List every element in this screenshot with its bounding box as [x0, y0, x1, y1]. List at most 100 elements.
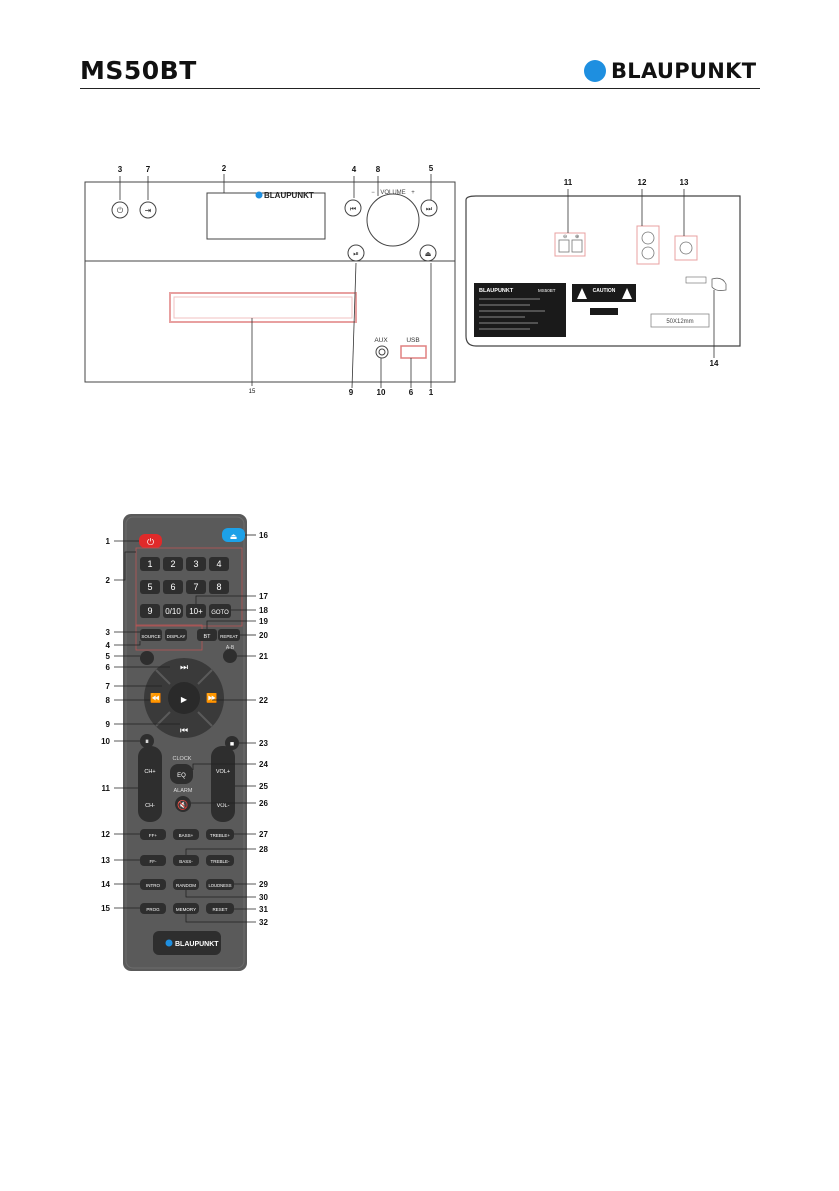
next-icon: ⏭	[426, 206, 433, 213]
remote-callout-21: 21	[259, 652, 268, 661]
eject-icon: ⏏	[425, 251, 432, 258]
key-intro: INTRO	[146, 883, 160, 888]
key-random: RANDOM	[176, 883, 196, 888]
key-loudness: LOUDNESS	[208, 883, 231, 888]
small-sticker	[590, 308, 618, 315]
play-knob	[347, 244, 365, 262]
volume-plus: +	[411, 190, 415, 196]
key-2: 2	[170, 559, 175, 569]
key-memory: MEMORY	[176, 907, 196, 912]
volume-minus: −	[371, 190, 375, 196]
remote-eject-button	[222, 528, 245, 542]
eject-knob	[419, 244, 437, 262]
fm-antenna-socket	[674, 235, 698, 261]
remote-callout-9: 9	[106, 720, 111, 729]
cd-slot	[169, 292, 357, 323]
key-3: 3	[193, 559, 198, 569]
front-brand-dot-icon	[255, 191, 263, 199]
key-ff-minus: FF-	[150, 859, 157, 864]
remote-callout-28: 28	[259, 845, 268, 854]
key-4: 4	[216, 559, 221, 569]
rating-label-model: MS50BT	[538, 288, 556, 293]
front-callout-1: 1	[429, 388, 434, 397]
stop-icon: ■	[230, 741, 234, 748]
aux-jack	[375, 345, 389, 359]
input-icon: ⇥	[145, 206, 152, 215]
front-callout-10: 10	[377, 388, 386, 397]
key-treble-plus: TREBLE+	[210, 833, 231, 838]
remote-callout-27: 27	[259, 830, 268, 839]
volume-knob	[366, 193, 420, 247]
plus-icon: ⊕	[575, 234, 579, 240]
remote-callout-5: 5	[106, 652, 111, 661]
key-repeat: REPEAT	[220, 634, 238, 639]
front-callout-6: 6	[409, 388, 414, 397]
key-ch-plus: CH+	[144, 769, 155, 775]
rating-label	[474, 283, 566, 337]
front-callout-3: 3	[118, 165, 123, 174]
remote-callout-13: 13	[101, 856, 110, 865]
svg-text:⏮: ⏮	[180, 725, 188, 735]
key-clock-label: CLOCK	[173, 756, 192, 762]
brand-logo: BLAUPUNKT	[584, 56, 756, 86]
key-0-10: 0/10	[165, 607, 181, 616]
key-6: 6	[170, 582, 175, 592]
key-prog: PROG	[146, 907, 160, 912]
remote-callout-1: 1	[106, 537, 111, 546]
brand-dot-icon	[584, 60, 606, 82]
speaker-terminals	[554, 232, 586, 257]
svg-text:⏩: ⏩	[206, 692, 217, 703]
dc-input-label	[685, 276, 707, 284]
prev-icon: ⏮	[350, 206, 356, 213]
remote-callout-23: 23	[259, 739, 268, 748]
remote-logo-plate	[153, 931, 221, 955]
key-vol-minus: VOL-	[217, 803, 230, 809]
volume-label: VOLUME	[380, 190, 405, 196]
key-vol-plus: VOL+	[216, 769, 230, 775]
brand-name: BLAUPUNKT	[611, 59, 757, 83]
front-callout-7: 7	[146, 165, 151, 174]
remote-callout-32: 32	[259, 918, 268, 927]
mute-icon: 🔇	[177, 799, 188, 810]
volume-rocker	[211, 746, 235, 822]
remote-callout-19: 19	[259, 617, 268, 626]
front-callout-9: 9	[349, 388, 354, 397]
key-ab-label: A-B	[226, 645, 235, 651]
key-8: 8	[216, 582, 221, 592]
key-10-plus: 10+	[189, 607, 203, 616]
key-bass-minus: BASS-	[179, 859, 193, 864]
key-source: SOURCE	[141, 634, 160, 639]
front-callout-8: 8	[376, 165, 381, 174]
remote-power-icon: ⏻	[147, 537, 154, 547]
rear-callout-11: 11	[564, 178, 573, 187]
size-box	[650, 313, 710, 328]
key-ch-minus: CH-	[145, 803, 155, 809]
caution-label	[572, 284, 636, 302]
svg-text:⏪: ⏪	[150, 692, 161, 703]
key-treble-minus: TREBLE-	[210, 859, 230, 864]
usb-label: USB	[406, 337, 419, 344]
remote-callout-26: 26	[259, 799, 268, 808]
key-bt: BT	[203, 634, 211, 640]
play-pause-icon: ⏯	[353, 251, 359, 258]
rear-panel-body	[465, 195, 741, 347]
aux-label: AUX	[374, 337, 388, 344]
remote-callout-4: 4	[106, 641, 111, 650]
antenna-terminals	[636, 225, 660, 265]
key-goto: GOTO	[211, 610, 229, 616]
remote-callout-24: 24	[259, 760, 268, 769]
pause-icon: ⏸	[145, 737, 149, 746]
svg-text:⏭: ⏭	[180, 662, 188, 672]
dc-input-socket	[711, 277, 727, 291]
remote-power-button	[139, 534, 162, 548]
minus-icon: ⊖	[563, 234, 567, 240]
remote-callout-17: 17	[259, 592, 268, 601]
remote-callout-22: 22	[259, 696, 268, 705]
remote-callout-14: 14	[101, 880, 110, 889]
remote-callout-12: 12	[101, 830, 110, 839]
key-reset: RESET	[212, 907, 227, 912]
aux-jack-inner	[378, 348, 386, 356]
key-bass-plus: BASS+	[179, 833, 194, 838]
remote-callout-31: 31	[259, 905, 268, 914]
